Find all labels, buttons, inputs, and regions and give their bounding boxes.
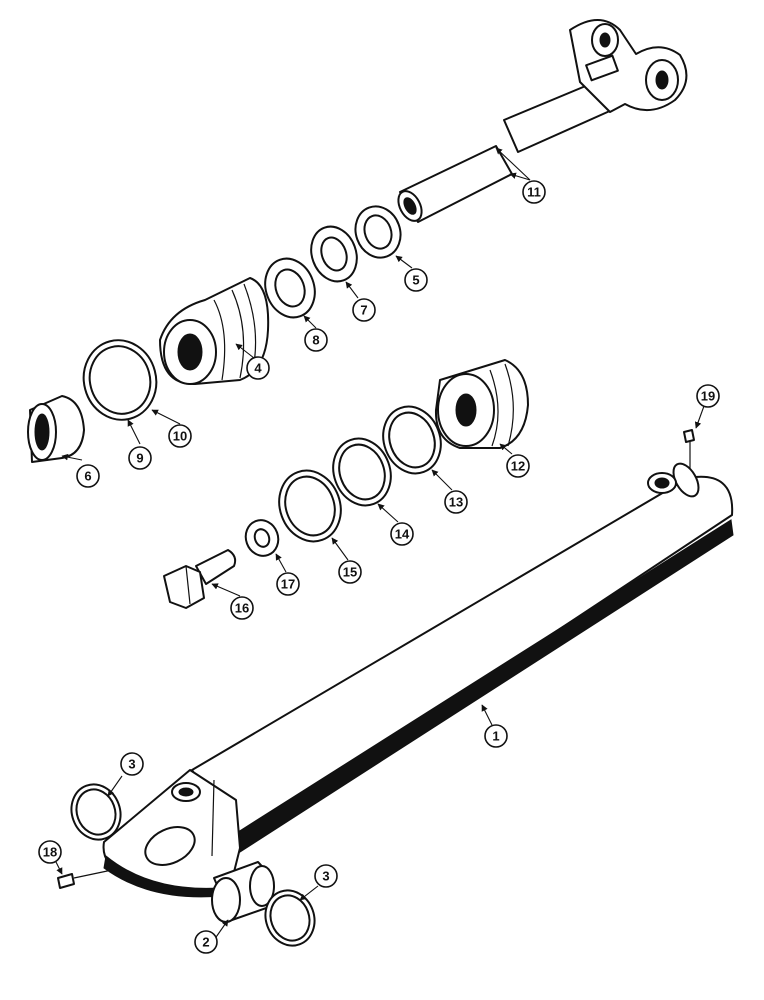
callout-1: 1 <box>484 724 508 748</box>
svg-text:11: 11 <box>527 185 541 200</box>
callout-6: 6 <box>76 464 100 488</box>
callout-16: 16 <box>230 596 254 620</box>
ring-3-upper <box>70 783 122 841</box>
callout-19: 19 <box>696 384 720 408</box>
backup-ring <box>264 257 316 319</box>
callout-18: 18 <box>38 840 62 864</box>
rod-seal <box>310 225 358 283</box>
wear-ring-14 <box>332 437 392 507</box>
svg-text:13: 13 <box>449 495 463 510</box>
piston <box>434 359 529 449</box>
bushing-6 <box>27 395 85 463</box>
callout-13: 13 <box>444 490 468 514</box>
callout-7: 7 <box>352 298 376 322</box>
callout-3-lower: 3 <box>314 864 338 888</box>
svg-text:3: 3 <box>322 869 329 884</box>
svg-text:14: 14 <box>395 527 410 542</box>
ring-15 <box>278 469 342 543</box>
svg-text:17: 17 <box>281 577 295 592</box>
callout-14: 14 <box>390 522 414 546</box>
svg-text:3: 3 <box>128 757 135 772</box>
bolt-16 <box>163 549 237 609</box>
svg-text:4: 4 <box>254 361 262 376</box>
callout-11: 11 <box>522 180 546 204</box>
svg-text:6: 6 <box>84 469 91 484</box>
callout-10: 10 <box>168 424 192 448</box>
callout-9: 9 <box>128 446 152 470</box>
callout-5: 5 <box>404 268 428 292</box>
callout-15: 15 <box>338 560 362 584</box>
cylinder-barrel <box>102 462 734 898</box>
svg-text:2: 2 <box>202 935 209 950</box>
svg-text:12: 12 <box>511 459 525 474</box>
svg-text:5: 5 <box>412 273 419 288</box>
svg-text:1: 1 <box>492 729 499 744</box>
o-ring-10 <box>82 339 158 421</box>
callout-8: 8 <box>304 328 328 352</box>
svg-text:10: 10 <box>173 429 187 444</box>
svg-text:15: 15 <box>343 565 357 580</box>
svg-text:8: 8 <box>312 333 319 348</box>
ring-3-lower <box>264 889 316 947</box>
callout-2: 2 <box>194 930 218 954</box>
piston-seal-13 <box>382 405 442 475</box>
grease-fitting-19 <box>683 429 695 468</box>
wiper-seal <box>354 205 402 259</box>
grease-fitting-18 <box>57 869 113 889</box>
callout-12: 12 <box>506 454 530 478</box>
washer-17 <box>244 519 280 557</box>
svg-text:16: 16 <box>235 601 249 616</box>
svg-text:19: 19 <box>701 389 715 404</box>
leader-lines <box>55 147 705 941</box>
callout-4: 4 <box>246 356 270 380</box>
callout-17: 17 <box>276 572 300 596</box>
callout-3-upper: 3 <box>120 752 144 776</box>
svg-text:18: 18 <box>43 845 57 860</box>
svg-text:7: 7 <box>360 303 367 318</box>
svg-text:9: 9 <box>136 451 143 466</box>
cylinder-head <box>159 277 270 386</box>
